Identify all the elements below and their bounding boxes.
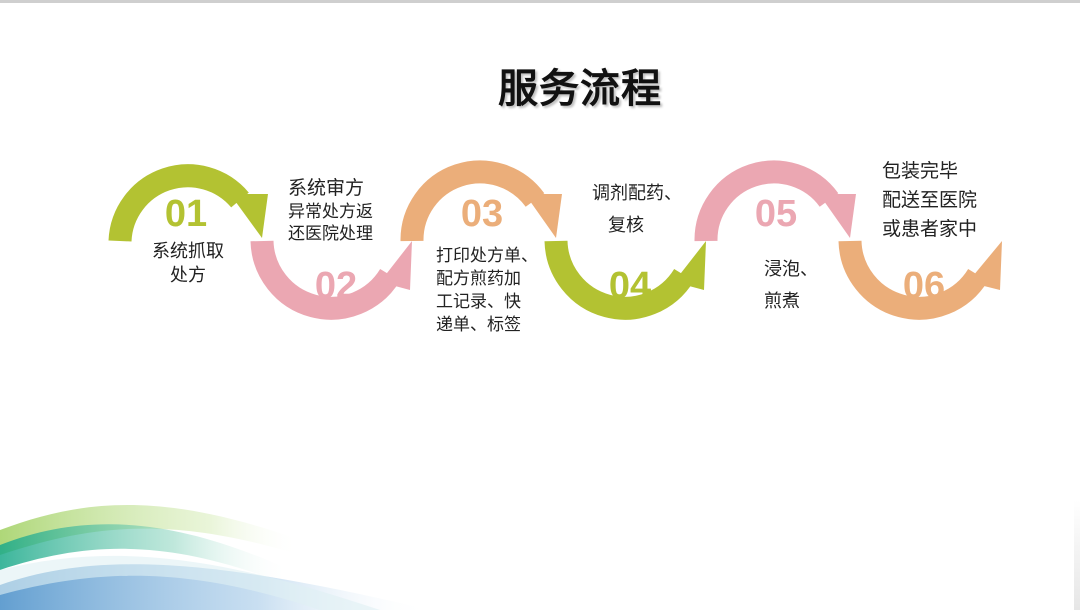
step-03-line: 工记录、快: [436, 292, 521, 312]
step-05-number: 05: [755, 193, 797, 235]
arrow-01: [230, 194, 268, 238]
step-04-line: 调剂配药、: [592, 183, 682, 204]
step-03-number: 03: [461, 193, 503, 235]
arrow-04: [674, 241, 706, 290]
step-01-line: 处方: [170, 265, 206, 286]
arrow-05: [819, 194, 856, 238]
arc-01: [108, 164, 249, 242]
right-edge-shadow: [1074, 500, 1080, 610]
step-04-description: 调剂配药、 复核: [592, 178, 712, 242]
step-02-line: 还医院处理: [288, 224, 373, 244]
arrow-06: [968, 241, 1002, 290]
arc-02: [250, 240, 400, 320]
step-03-line: 递单、标签: [436, 315, 521, 335]
step-03-line: 配方煎药加: [436, 269, 521, 289]
step-06-line: 配送至医院: [882, 189, 978, 211]
wave-light-green: [0, 505, 300, 555]
step-05-line: 浸泡、: [764, 259, 818, 280]
wave-teal: [0, 524, 290, 582]
wave-pale: [0, 555, 380, 610]
step-06-line: 包装完毕: [882, 160, 959, 182]
page-title: 服务流程: [498, 66, 662, 112]
step-01-description: 系统抓取 处方: [138, 240, 238, 288]
arrow-03: [525, 194, 562, 238]
step-05-description: 浸泡、 煎煮: [764, 254, 844, 318]
step-02-number: 02: [315, 265, 357, 307]
decorative-waves: [0, 505, 430, 610]
step-06-number: 06: [903, 265, 945, 307]
step-03-description: 打印处方单、 配方煎药加 工记录、快 递单、标签: [436, 245, 556, 337]
step-06-line: 或患者家中: [882, 218, 978, 240]
step-01-number: 01: [165, 193, 207, 235]
arc-04: [544, 240, 694, 320]
arrow-02: [380, 241, 412, 290]
step-02-description: 系统审方 异常处方返 还医院处理: [288, 175, 408, 245]
arc-06: [838, 240, 988, 320]
process-flow-diagram: 01 02 03 04 05 06: [108, 160, 1002, 320]
step-03-line: 打印处方单、: [436, 246, 538, 266]
top-border: [0, 0, 1080, 3]
step-01-line: 系统抓取: [152, 241, 224, 262]
arc-03: [400, 160, 545, 242]
step-04-number: 04: [609, 265, 651, 307]
arc-05: [694, 160, 839, 242]
step-02-line: 系统审方: [288, 177, 365, 199]
step-04-line: 复核: [608, 215, 644, 236]
step-06-description: 包装完毕 配送至医院 或患者家中: [882, 157, 1012, 244]
step-02-line: 异常处方返: [288, 202, 373, 222]
step-05-line: 煎煮: [764, 291, 800, 312]
